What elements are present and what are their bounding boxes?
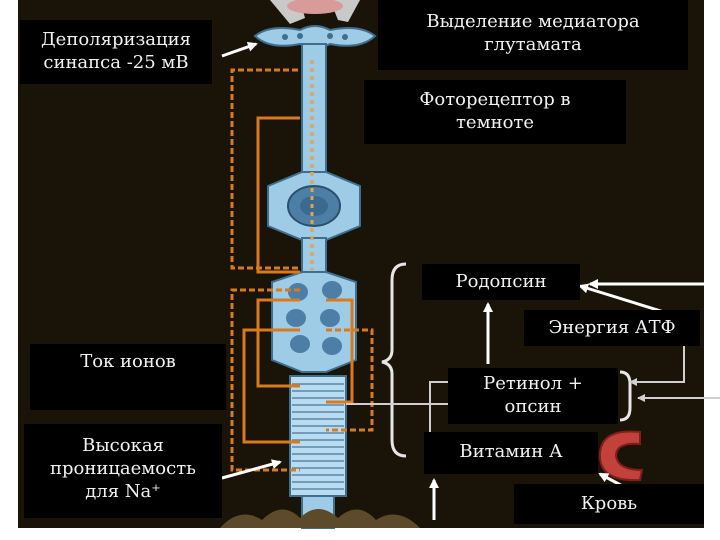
cell-soma bbox=[267, 171, 361, 241]
rhodopsin-text: Родопсин bbox=[455, 271, 547, 292]
retinol-line1: Ретинол + bbox=[483, 373, 583, 394]
atp-label: Энергия АТФ bbox=[524, 310, 700, 346]
blood-label: Кровь bbox=[514, 484, 704, 524]
permeability-line3: для Na⁺ bbox=[85, 481, 161, 502]
retinol-line2: опсин bbox=[504, 396, 562, 417]
photoreceptor-line2: темноте bbox=[455, 112, 535, 133]
permeability-label: Высокая проницаемость для Na⁺ bbox=[24, 424, 222, 518]
ion-current-paths bbox=[230, 60, 374, 472]
permeability-line2: проницаемость bbox=[50, 458, 196, 479]
rhodopsin-label: Родопсин bbox=[422, 264, 580, 300]
blood-text: Кровь bbox=[580, 493, 638, 514]
synaptic-terminal bbox=[253, 0, 377, 49]
photoreceptor-line1: Фоторецептор в bbox=[419, 89, 571, 110]
arrow-to-synapse bbox=[221, 41, 258, 58]
retinol-bracket bbox=[619, 370, 632, 422]
mediator-line1: Выделение медиатора bbox=[426, 11, 640, 32]
arrow-to-outer-segment bbox=[221, 459, 282, 480]
vitamin-a-label: Витамин А bbox=[424, 432, 598, 474]
arrow-atp-to-rhodopsin bbox=[578, 283, 665, 314]
photoreceptor-label: Фоторецептор в темноте bbox=[364, 80, 626, 144]
depolarization-line1: Деполяризация bbox=[41, 29, 191, 50]
retinol-label: Ретинол + опсин bbox=[448, 368, 618, 424]
cycle-brace bbox=[381, 262, 407, 458]
pigment-epithelium bbox=[220, 509, 420, 528]
mediator-line2: глутамата bbox=[484, 34, 582, 55]
vitamin-a-text: Витамин А bbox=[459, 441, 563, 462]
blood-vessel bbox=[598, 430, 644, 482]
depolarization-label: Деполяризация синапса -25 мВ bbox=[20, 20, 212, 84]
cell-neck bbox=[301, 237, 327, 275]
inner-segment bbox=[271, 271, 357, 373]
ion-current-label: Ток ионов bbox=[30, 344, 226, 410]
mediator-label: Выделение медиатора глутамата bbox=[378, 0, 688, 70]
ion-current-text: Ток ионов bbox=[80, 351, 176, 372]
permeability-line1: Высокая bbox=[82, 435, 164, 456]
axon bbox=[301, 43, 327, 175]
depolarization-line2: синапса -25 мВ bbox=[43, 52, 189, 73]
atp-text: Энергия АТФ bbox=[548, 317, 676, 338]
